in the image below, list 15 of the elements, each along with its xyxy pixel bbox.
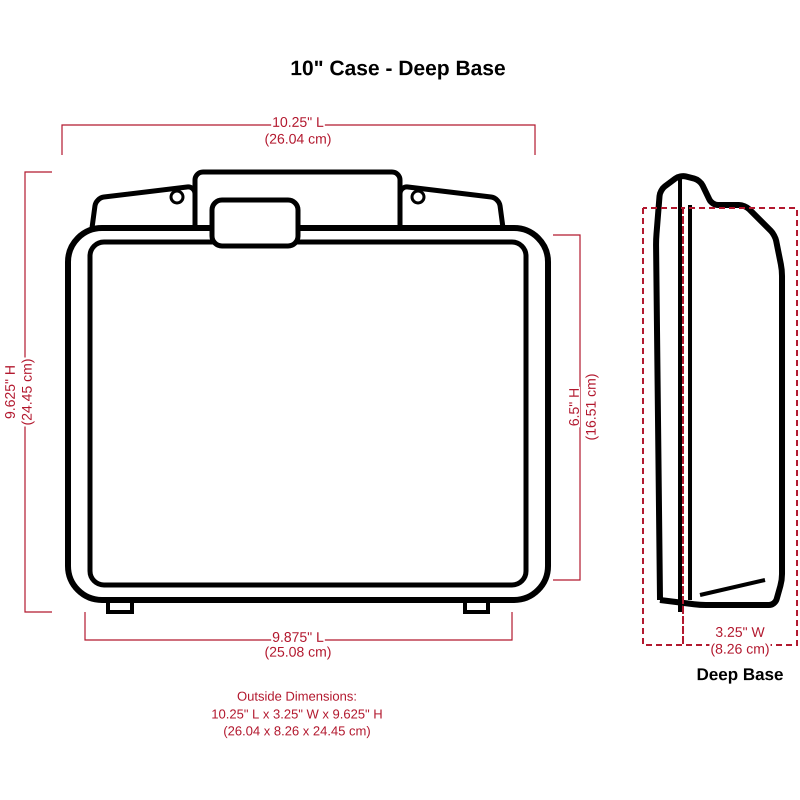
note-text: Outside Dimensions: (236, 690, 358, 702)
dimension-label: (24.45 cm) (20, 358, 36, 426)
dimension-label: (8.26 cm) (709, 642, 771, 658)
view-label: Deep Base (696, 667, 784, 685)
dimension-label: (26.04 cm) (264, 132, 332, 148)
dimension-label: 6.5" H (568, 386, 580, 428)
dimension-label: 3.25" W (714, 626, 766, 638)
title: 10" Case - Deep Base (292, 60, 505, 80)
dimension-label: 9.625" H (4, 364, 16, 420)
dimension-label: (25.08 cm) (264, 645, 332, 661)
dimension-label: 9.875" L (271, 631, 325, 643)
dimension-label: 10.25" L (271, 116, 325, 128)
note-text: 10.25" L x 3.25" W x 9.625" H (210, 708, 384, 720)
note-text: (26.04 x 8.26 x 24.45 cm) (222, 724, 372, 740)
dimension-label: (16.51 cm) (584, 372, 600, 442)
